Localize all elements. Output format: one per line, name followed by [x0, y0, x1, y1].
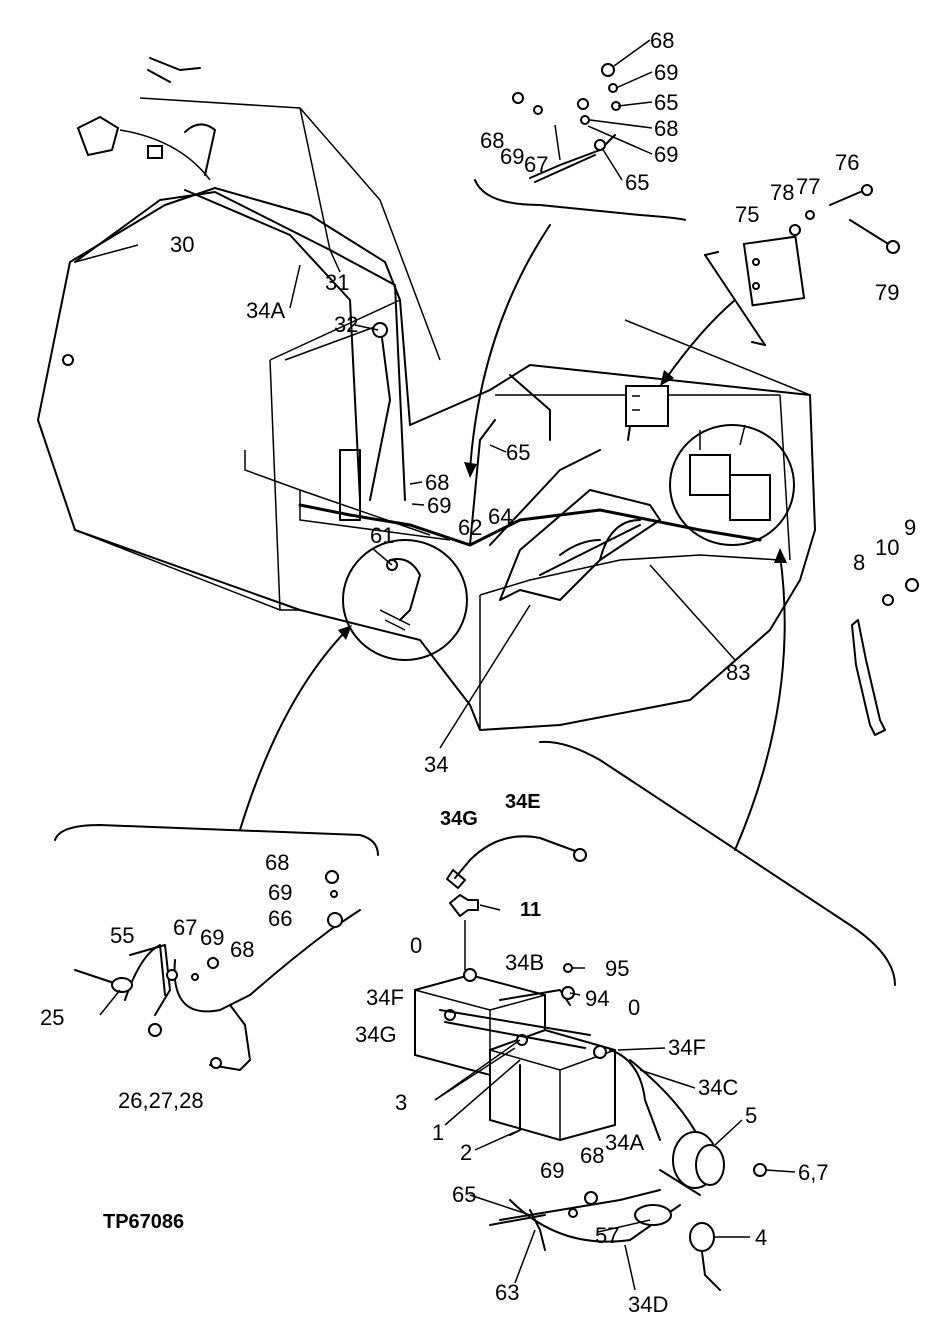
callout-34: 34 [424, 752, 448, 777]
callout-31: 31 [325, 270, 349, 295]
callout-68: 68 [230, 937, 254, 962]
callout-65: 65 [654, 90, 678, 115]
callout-69: 69 [200, 925, 224, 950]
cab-components [62, 57, 391, 521]
inset-bracket-lower-right [539, 740, 896, 986]
callout-34f: 34F [366, 985, 404, 1010]
callout-2: 2 [460, 1140, 472, 1165]
battery-cables [446, 835, 587, 970]
callout-69: 69 [427, 493, 451, 518]
callout-9: 9 [904, 515, 916, 540]
callout-65: 65 [506, 440, 530, 465]
callout-26-27-28: 26,27,28 [118, 1088, 204, 1113]
callout-77: 77 [796, 174, 820, 199]
callout-68: 68 [580, 1143, 604, 1168]
callout-65: 65 [625, 170, 649, 195]
callout-34b: 34B [505, 950, 544, 975]
callout-labels: 68 69 65 68 68 69 67 69 65 76 78 77 75 7… [40, 28, 916, 1317]
callout-3: 3 [395, 1090, 407, 1115]
callout-78: 78 [770, 180, 794, 205]
leader-arrows [239, 224, 787, 851]
callout-64: 64 [488, 504, 512, 529]
callout-0: 0 [410, 933, 422, 958]
callout-34c: 34C [698, 1075, 738, 1100]
callout-34g: 34G [440, 808, 478, 830]
callout-94: 94 [585, 986, 609, 1011]
callout-68: 68 [480, 128, 504, 153]
detail-circles [342, 424, 795, 661]
callout-4: 4 [755, 1225, 767, 1250]
callout-66: 66 [268, 906, 292, 931]
callout-6-7: 6,7 [798, 1160, 829, 1185]
callout-75: 75 [735, 202, 759, 227]
callout-8: 8 [853, 550, 865, 575]
callout-68: 68 [650, 28, 674, 53]
figure-id: TP67086 [103, 1211, 184, 1233]
callout-69: 69 [654, 142, 678, 167]
callout-65: 65 [452, 1182, 476, 1207]
inset-bracket-top [474, 63, 686, 221]
machine-body [37, 97, 816, 731]
callout-69: 69 [500, 144, 524, 169]
callout-34d: 34D [628, 1292, 668, 1317]
callout-57: 57 [595, 1223, 619, 1248]
callout-leaders [74, 39, 796, 1291]
callout-69: 69 [540, 1158, 564, 1183]
callout-79: 79 [875, 280, 899, 305]
callout-5: 5 [745, 1103, 757, 1128]
callout-55: 55 [110, 923, 134, 948]
callout-34g: 34G [355, 1022, 397, 1047]
callout-95: 95 [605, 956, 629, 981]
callout-10: 10 [875, 535, 899, 560]
callout-34e: 34E [505, 791, 541, 813]
starter-area [489, 1049, 767, 1291]
callout-62: 62 [458, 515, 482, 540]
callout-32: 32 [334, 312, 358, 337]
callout-0: 0 [628, 995, 640, 1020]
callout-69: 69 [654, 60, 678, 85]
callout-34a: 34A [246, 298, 285, 323]
switch-inset [54, 824, 379, 1071]
callout-11: 11 [520, 899, 541, 921]
callout-76: 76 [835, 150, 859, 175]
callout-67: 67 [173, 915, 197, 940]
callout-68: 68 [425, 470, 449, 495]
callout-61: 61 [370, 523, 394, 548]
callout-67: 67 [524, 152, 548, 177]
callout-63: 63 [495, 1280, 519, 1305]
callout-25: 25 [40, 1005, 64, 1030]
callout-83: 83 [726, 660, 750, 685]
ground-strap [851, 578, 919, 736]
callout-68: 68 [265, 850, 289, 875]
relay-inset [704, 184, 900, 346]
callout-34f: 34F [668, 1035, 706, 1060]
callout-69: 69 [268, 880, 292, 905]
callout-1: 1 [432, 1120, 444, 1145]
callout-30: 30 [170, 232, 194, 257]
callout-34a: 34A [605, 1130, 644, 1155]
main-harness [298, 374, 762, 601]
callout-68: 68 [654, 116, 678, 141]
